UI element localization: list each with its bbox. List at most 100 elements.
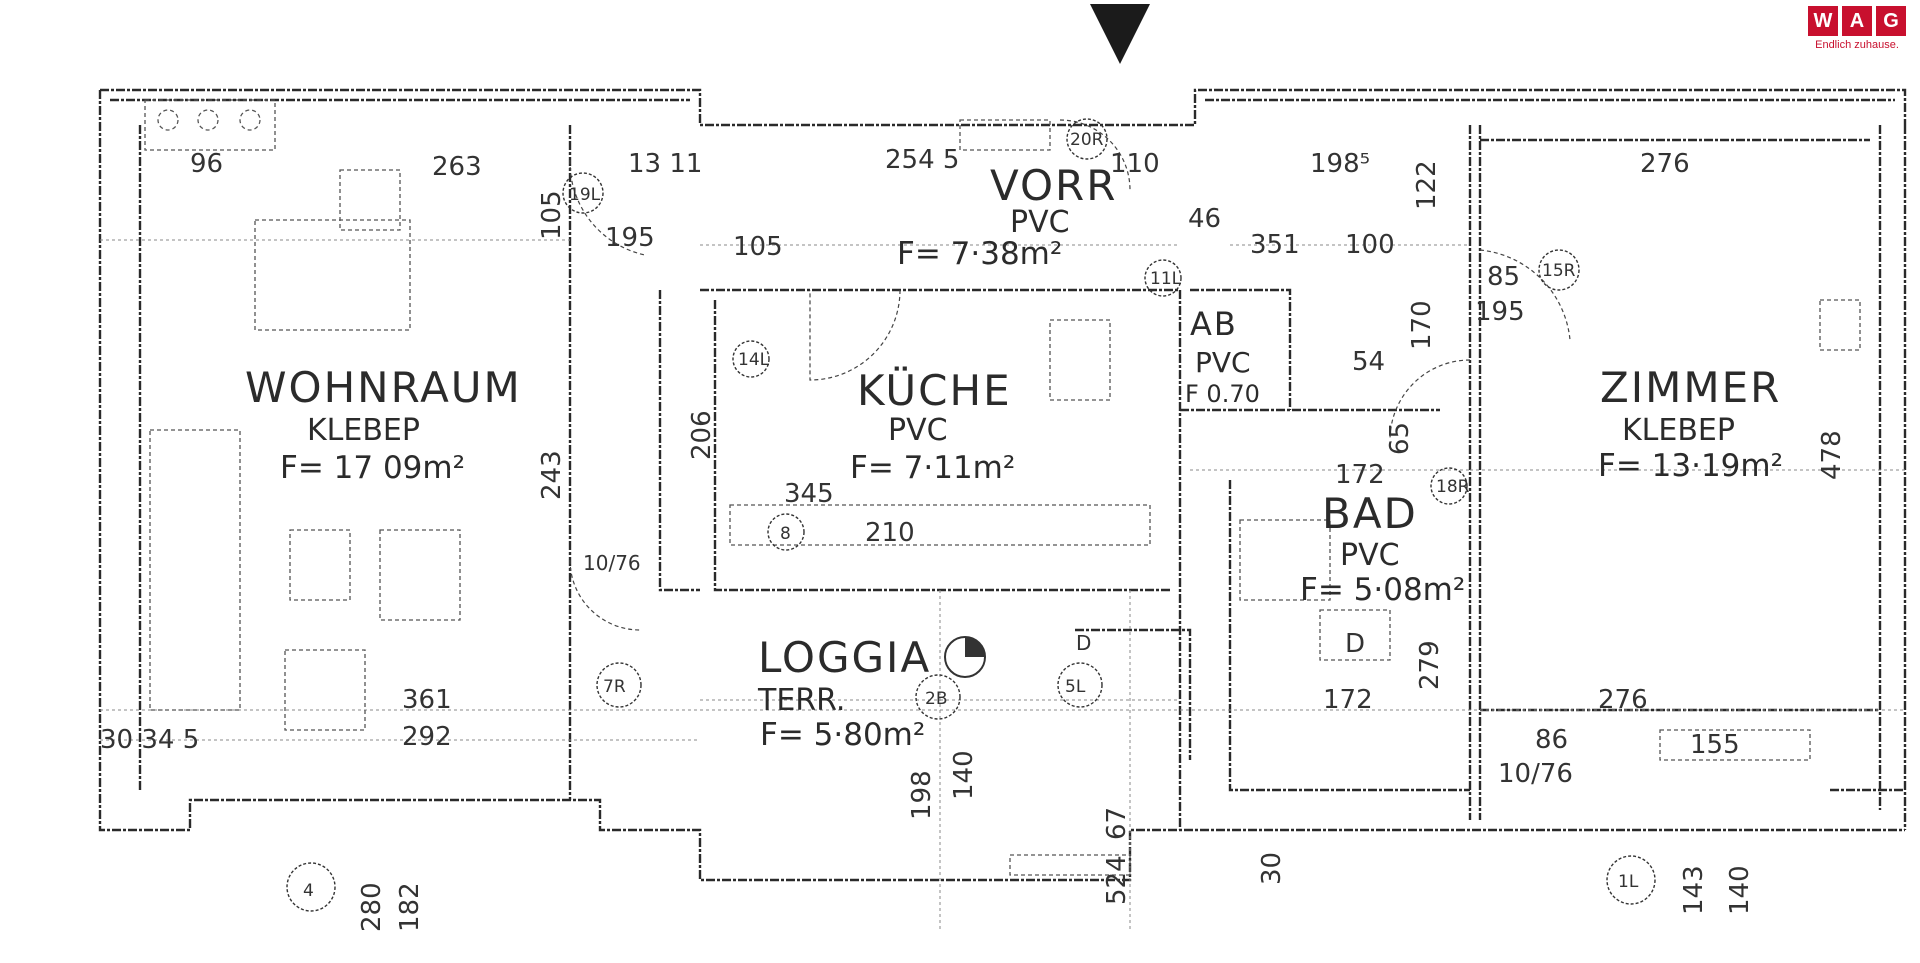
- room-material: PVC: [888, 413, 948, 448]
- dim-label-vertical: 206: [687, 410, 717, 460]
- dim-label-vertical: 280: [357, 882, 387, 932]
- wag-logo: W A G Endlich zuhause.: [1800, 6, 1914, 51]
- dim-label: 292: [402, 722, 452, 752]
- dim-label: 54: [1352, 347, 1385, 377]
- marker-d: D: [1076, 631, 1091, 655]
- dim-label: 172: [1335, 460, 1385, 490]
- dim-label-vertical: 279: [1415, 640, 1445, 690]
- door-tag-20r: 20R: [1070, 130, 1104, 150]
- door-tag-19l: 19L: [569, 185, 601, 205]
- dim-label: 276: [1598, 685, 1648, 715]
- door-tag-5l: 5L: [1065, 677, 1086, 697]
- dim-label: 46: [1188, 204, 1221, 234]
- door-tag-8: 8: [780, 524, 791, 544]
- door-tag-15r: 15R: [1542, 261, 1576, 281]
- dim-label-vertical: 140: [1725, 865, 1755, 915]
- dim-label: 13 11: [628, 149, 702, 179]
- dim-label: 361: [402, 685, 452, 715]
- room-material: KLEBEP: [1622, 413, 1735, 448]
- door-tag-1l: 1L: [1618, 872, 1639, 892]
- marker-d: D: [1345, 629, 1365, 659]
- room-area: F= 5·80m²: [760, 717, 925, 753]
- dim-label: 86: [1535, 725, 1568, 755]
- entrance-arrow-icon: [1090, 4, 1150, 64]
- room-bad: BAD PVC F= 5·08m²: [1300, 489, 1465, 608]
- door-tag-2b: 2B: [925, 689, 947, 709]
- dimension-lines: [100, 239, 1905, 930]
- dim-label-vertical: 122: [1412, 160, 1442, 210]
- dim-label: 210: [865, 518, 915, 548]
- dim-label: 110: [1110, 149, 1160, 179]
- furniture: [144, 99, 1861, 876]
- logo-mark: W A G: [1808, 6, 1906, 36]
- room-name: ZIMMER: [1600, 363, 1781, 412]
- dim-label: 276: [1640, 149, 1690, 179]
- room-name: LOGGIA: [758, 633, 931, 682]
- dim-label-vertical: 67: [1102, 807, 1132, 840]
- logo-letter-w: W: [1808, 6, 1838, 36]
- dim-label-vertical: 105: [537, 190, 567, 240]
- outer-walls: [98, 88, 1907, 882]
- dim-label-vertical: 140: [949, 750, 979, 800]
- dim-label-vertical: 143: [1679, 865, 1709, 915]
- dim-label: 10/76: [583, 551, 641, 575]
- room-material: PVC: [1195, 346, 1251, 379]
- door-tag-rings: [286, 118, 1656, 912]
- dim-label: 30 34 5: [100, 725, 199, 755]
- room-area: F= 7·38m²: [897, 236, 1062, 272]
- door-tag-14l: 14L: [738, 350, 770, 370]
- dim-label: 195: [605, 223, 655, 253]
- logo-tagline: Endlich zuhause.: [1815, 39, 1899, 51]
- dim-label: 10/76: [1498, 759, 1573, 789]
- room-name: WOHNRAUM: [245, 363, 522, 412]
- dim-label: 345: [784, 479, 834, 509]
- room-area: F 0.70: [1185, 380, 1260, 408]
- room-zimmer: ZIMMER KLEBEP F= 13·19m²: [1598, 363, 1783, 484]
- room-area: F= 5·08m²: [1300, 572, 1465, 608]
- north-marker-fill-icon: [965, 637, 985, 657]
- logo-letter-a: A: [1842, 6, 1872, 36]
- door-tag-7r: 7R: [603, 677, 626, 697]
- room-name: BAD: [1322, 489, 1418, 538]
- room-material: PVC: [1340, 538, 1400, 573]
- room-material: KLEBEP: [307, 413, 420, 448]
- dim-label-vertical: 65: [1385, 422, 1415, 455]
- room-area: F= 7·11m²: [850, 450, 1015, 486]
- door-tag-4: 4: [303, 881, 314, 901]
- dim-label: 155: [1690, 730, 1740, 760]
- dim-label: 198⁵: [1310, 149, 1370, 179]
- room-ab: AB PVC F 0.70: [1185, 305, 1260, 408]
- door-tag-18r: 18R: [1436, 477, 1470, 497]
- logo-letter-g: G: [1876, 6, 1906, 36]
- dimension-labels: 96 263 13 11 195 105 254 5 110 198⁵ 276 …: [100, 145, 1847, 932]
- dim-label: 96: [190, 149, 223, 179]
- room-material: PVC: [1010, 205, 1070, 240]
- dim-label: 195: [1475, 297, 1525, 327]
- room-material: TERR.: [757, 683, 845, 718]
- dim-label: 263: [432, 152, 482, 182]
- room-name: AB: [1190, 305, 1238, 343]
- room-area: F= 13·19m²: [1598, 448, 1783, 484]
- dim-label: 254 5: [885, 145, 959, 175]
- dim-label-vertical: 198: [907, 770, 937, 820]
- dim-label: 105: [733, 232, 783, 262]
- dim-label: 100: [1345, 230, 1395, 260]
- room-name: KÜCHE: [857, 365, 1012, 415]
- dim-label-vertical: 170: [1407, 300, 1437, 350]
- room-loggia: LOGGIA TERR. F= 5·80m²: [757, 633, 931, 753]
- dim-label-vertical: 30: [1257, 852, 1287, 885]
- dim-label: 85: [1487, 262, 1520, 292]
- room-wohnraum: WOHNRAUM KLEBEP F= 17 09m²: [245, 363, 522, 486]
- interior-walls: [568, 125, 1880, 830]
- dim-label: 172: [1323, 685, 1373, 715]
- room-area: F= 17 09m²: [280, 450, 465, 486]
- room-vorr: VORR PVC F= 7·38m²: [897, 161, 1117, 272]
- room-name: VORR: [990, 161, 1117, 210]
- door-tag-11l: 11L: [1150, 269, 1182, 289]
- dim-label-vertical: 524: [1102, 855, 1132, 905]
- dim-label: 351: [1250, 230, 1300, 260]
- dim-label-vertical: 243: [537, 450, 567, 500]
- dim-label-vertical: 478: [1817, 430, 1847, 480]
- room-kueche: KÜCHE PVC F= 7·11m²: [850, 365, 1015, 486]
